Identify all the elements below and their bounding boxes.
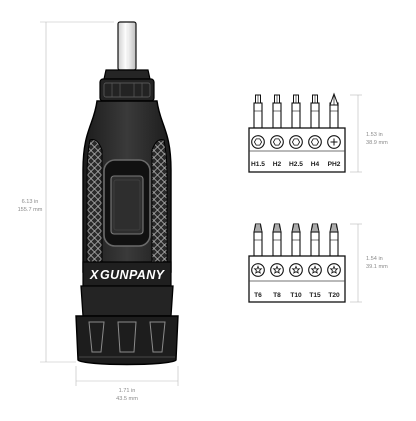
width-dimension: 1.71 in 43.5 mm <box>75 366 179 402</box>
height-in-label: 6.13 in <box>22 199 39 205</box>
bit-h4 <box>310 94 320 129</box>
set2-mm-label: 39.1 mm <box>366 264 388 270</box>
bit-label-t8: T8 <box>273 292 281 299</box>
width-in-label: 1.71 in <box>119 388 136 394</box>
bit-h2-5 <box>291 94 301 129</box>
socket-h1-5 <box>251 135 265 149</box>
height-mm-label: 155.7 mm <box>18 207 43 213</box>
set1-in-label: 1.53 in <box>366 132 383 138</box>
bit-set-torx: T6 T8 T10 T15 T20 1.54 in 39.1 mm <box>248 223 388 303</box>
driver-window <box>110 175 144 235</box>
socket-t8 <box>270 263 284 277</box>
screwdriver: X GUNPANY <box>75 21 179 366</box>
bit-set-1-sockets <box>251 135 341 149</box>
bit-label-t6: T6 <box>254 292 262 299</box>
width-mm-label: 43.5 mm <box>116 396 138 402</box>
socket-h4 <box>308 135 322 149</box>
bit-label-ph2: PH2 <box>328 161 341 168</box>
bit-label-t10: T10 <box>290 292 302 299</box>
bit-t10 <box>291 223 301 257</box>
bit-t6 <box>253 223 263 257</box>
bit-h1-5 <box>253 94 263 129</box>
socket-t15 <box>308 263 322 277</box>
driver-base <box>80 285 174 317</box>
bit-ph2 <box>329 92 339 129</box>
bit-set-1-labels: H1.5 H2 H2.5 H4 PH2 <box>251 161 341 168</box>
socket-t6 <box>251 263 265 277</box>
socket-t20 <box>327 263 341 277</box>
bit-t8 <box>272 223 282 257</box>
bit-label-h2-5: H2.5 <box>289 161 303 168</box>
left-grip-panel <box>86 139 103 263</box>
bit-h2 <box>272 94 282 129</box>
bit-t20 <box>329 223 339 257</box>
socket-t10 <box>289 263 303 277</box>
height-dimension: 6.13 in 155.7 mm <box>18 21 114 363</box>
bit-set-hex: H1.5 H2 H2.5 H4 PH2 1.53 in 38.9 mm <box>248 92 388 173</box>
bit-t15 <box>310 223 320 257</box>
driver-collar <box>103 69 151 80</box>
bit-label-h4: H4 <box>311 161 320 168</box>
socket-h2-5 <box>289 135 303 149</box>
socket-ph2 <box>327 135 341 149</box>
bit-set-2-bits <box>253 223 339 257</box>
right-grip-panel <box>151 139 168 263</box>
driver-cap <box>75 315 179 366</box>
bit-set-1-bits <box>253 92 339 129</box>
bit-label-h2: H2 <box>273 161 282 168</box>
brand-x: X <box>89 268 99 282</box>
bit-label-h1-5: H1.5 <box>251 161 265 168</box>
bit-label-t15: T15 <box>309 292 321 299</box>
bit-set-2-labels: T6 T8 T10 T15 T20 <box>254 292 340 299</box>
bit-label-t20: T20 <box>328 292 340 299</box>
set2-in-label: 1.54 in <box>366 256 383 262</box>
bit-set-2-sockets <box>251 263 341 277</box>
socket-h2 <box>270 135 284 149</box>
brand-name: GUNPANY <box>100 268 166 282</box>
set1-mm-label: 38.9 mm <box>366 140 388 146</box>
driver-ring <box>99 78 155 102</box>
